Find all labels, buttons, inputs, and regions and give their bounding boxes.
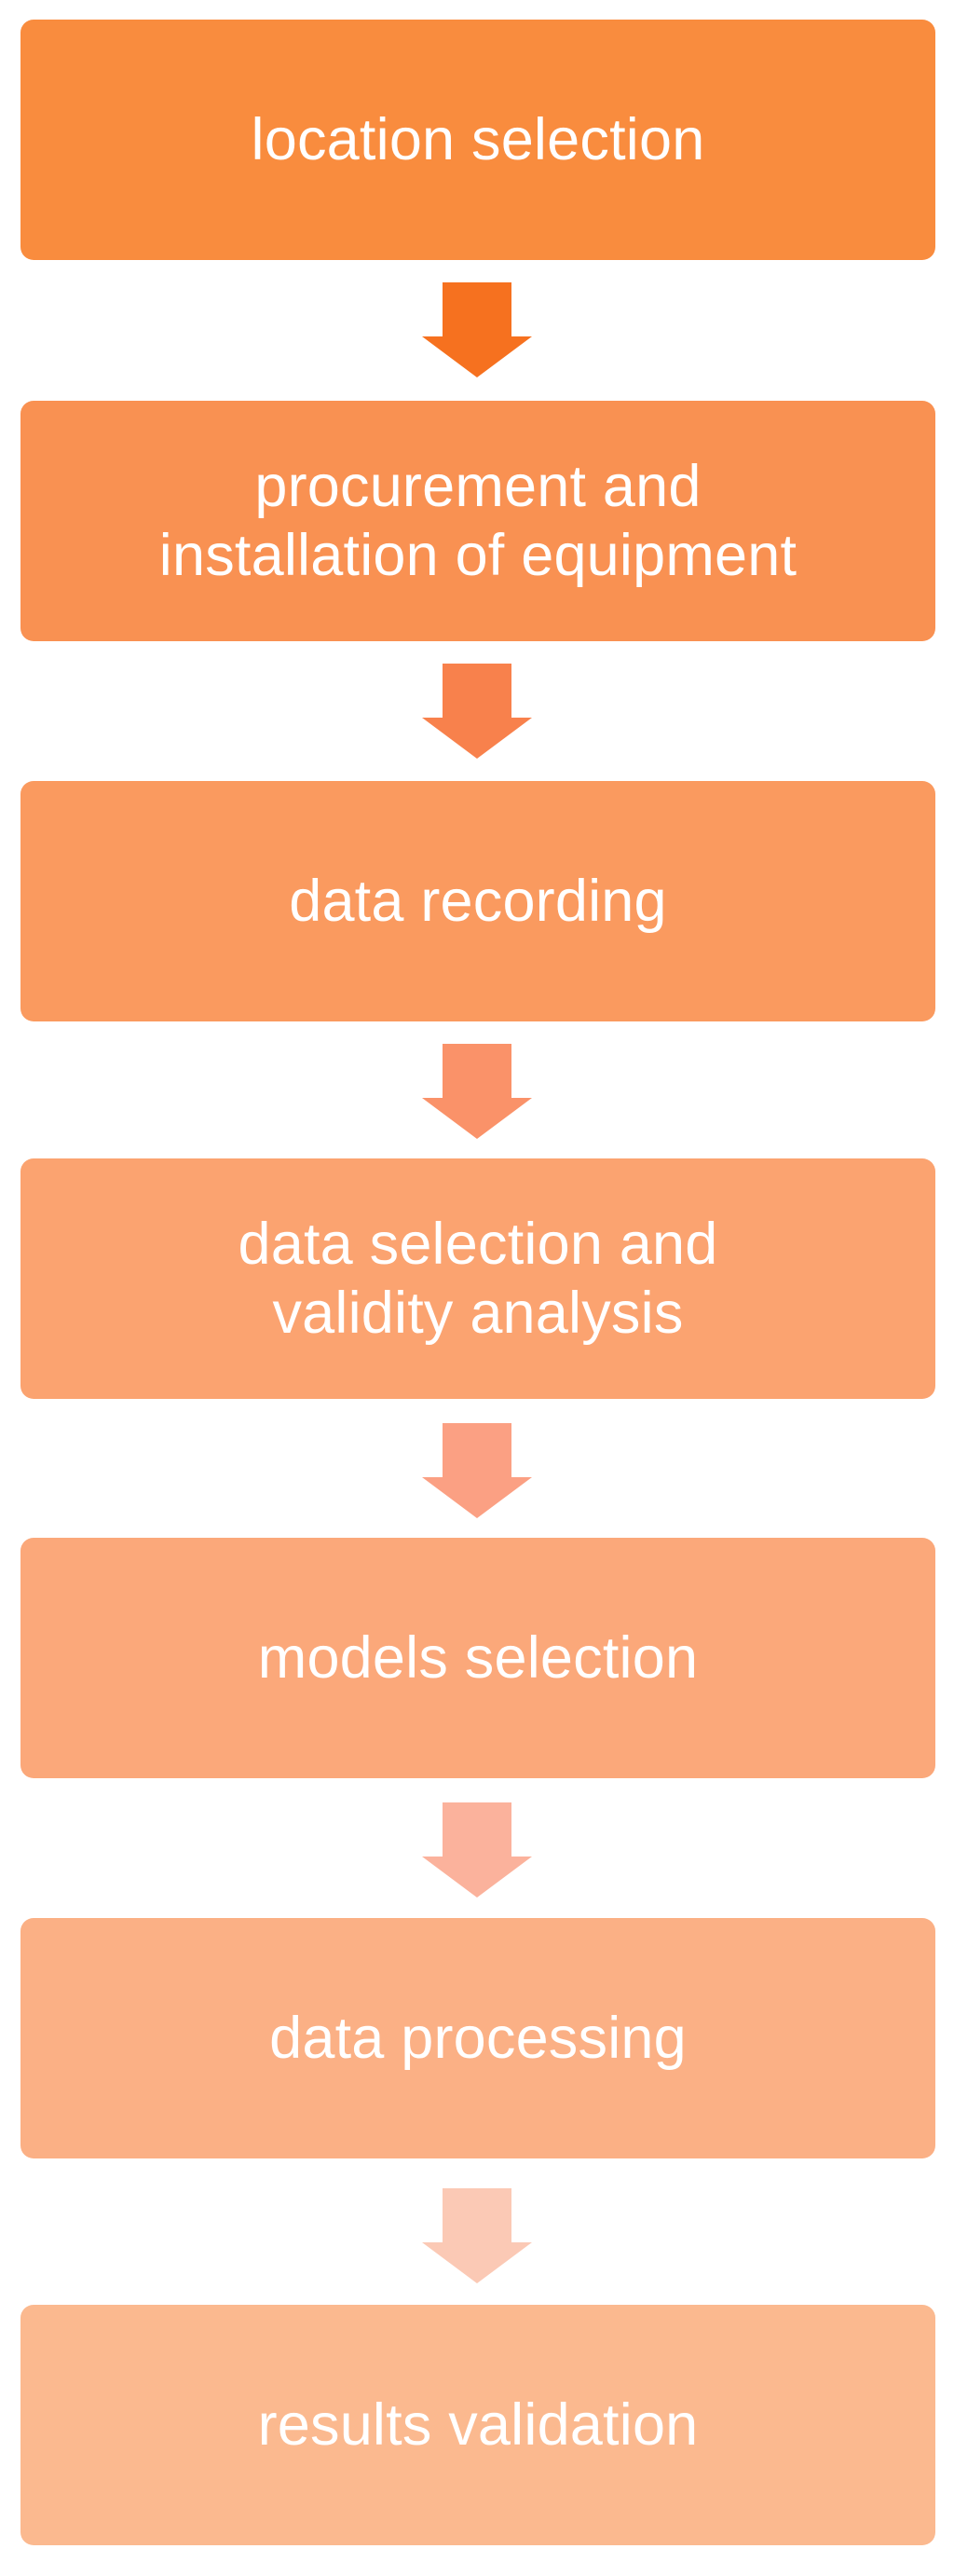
process-node-6[interactable]: data processing bbox=[20, 1918, 935, 2158]
process-node-label: data processing bbox=[269, 2005, 687, 2071]
process-node-label: models selection bbox=[257, 1624, 699, 1691]
flow-arrow-down-icon-2 bbox=[0, 664, 954, 759]
process-node-label: data recording bbox=[289, 868, 667, 934]
arrow-down-glyph bbox=[422, 2188, 532, 2283]
process-node-label: location selection bbox=[251, 106, 705, 172]
arrow-down-glyph bbox=[422, 282, 532, 377]
process-node-label: procurement and installation of equipmen… bbox=[158, 453, 797, 588]
flow-arrow-down-icon-3 bbox=[0, 1044, 954, 1139]
process-node-4[interactable]: data selection and validity analysis bbox=[20, 1158, 935, 1399]
process-node-2[interactable]: procurement and installation of equipmen… bbox=[20, 401, 935, 641]
arrow-down-glyph bbox=[422, 1423, 532, 1518]
arrow-down-glyph bbox=[422, 1044, 532, 1139]
process-node-1[interactable]: location selection bbox=[20, 20, 935, 260]
flow-arrow-down-icon-4 bbox=[0, 1423, 954, 1518]
process-node-5[interactable]: models selection bbox=[20, 1538, 935, 1778]
process-node-label: results validation bbox=[257, 2391, 699, 2458]
arrow-down-glyph bbox=[422, 664, 532, 759]
process-node-7[interactable]: results validation bbox=[20, 2305, 935, 2545]
process-node-3[interactable]: data recording bbox=[20, 781, 935, 1021]
flow-arrow-down-icon-6 bbox=[0, 2188, 954, 2283]
flow-arrow-down-icon-1 bbox=[0, 282, 954, 377]
arrow-down-glyph bbox=[422, 1802, 532, 1898]
flow-arrow-down-icon-5 bbox=[0, 1802, 954, 1898]
process-node-label: data selection and validity analysis bbox=[238, 1211, 718, 1346]
